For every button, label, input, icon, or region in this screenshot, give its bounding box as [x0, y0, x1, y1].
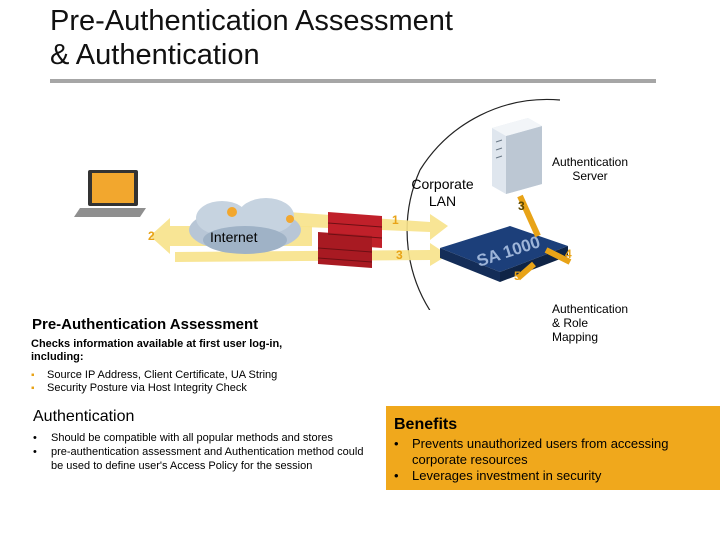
- benefits-bullet-text: Leverages investment in security: [412, 468, 602, 483]
- benefits-bullet: • Prevents unauthorized users from access…: [394, 436, 714, 468]
- authentication-bullet-text: pre-authentication assessment and Authen…: [51, 446, 364, 472]
- title-divider: [50, 79, 656, 83]
- internet-cloud-icon: [189, 198, 301, 254]
- pre-auth-bullet: Source IP Address, Client Certificate, U…: [31, 369, 351, 382]
- internet-label: Internet: [210, 229, 258, 245]
- step-3-server: 3: [518, 199, 525, 213]
- auth-server-line-2: Server: [572, 169, 608, 183]
- benefits-box: Benefits • Prevents unauthorized users fr…: [386, 406, 720, 490]
- role-mapping-label: Authentication & Role Mapping: [552, 302, 642, 344]
- step-5: 5: [514, 269, 521, 283]
- step-3-lower: 3: [396, 248, 403, 262]
- authentication-bullet: • pre-authentication assessment and Authe…: [33, 445, 378, 473]
- corporate-lan-line-1: Corporate: [411, 176, 474, 192]
- authentication-server-icon: [492, 118, 542, 194]
- title-line-2: & Authentication: [50, 39, 260, 71]
- pre-auth-bullets: Source IP Address, Client Certificate, U…: [31, 369, 351, 395]
- arrow-role-mapping: [516, 261, 536, 281]
- authentication-bullet-text: Should be compatible with all popular me…: [51, 432, 333, 444]
- corporate-lan-label: Corporate LAN: [395, 176, 490, 210]
- corporate-lan-arc: [406, 169, 431, 310]
- authentication-server-label: Authentication Server: [540, 155, 640, 183]
- pre-auth-bullet: Security Posture via Host Integrity Chec…: [31, 382, 351, 395]
- corporate-lan-line-2: LAN: [428, 193, 457, 209]
- pre-auth-description: Checks information available at first us…: [31, 338, 283, 363]
- arrow-appliance-to-role: [544, 247, 572, 265]
- auth-server-line-1: Authentication: [551, 155, 629, 169]
- bullet-icon: •: [33, 446, 37, 458]
- authentication-bullet: • Should be compatible with all popular m…: [33, 431, 378, 445]
- step-2: 2: [148, 229, 155, 243]
- benefits-bullet: • Leverages investment in security: [394, 468, 714, 484]
- role-mapping-line-1: Authentication: [552, 302, 629, 316]
- benefits-heading: Benefits: [394, 416, 458, 433]
- authentication-bullets: • Should be compatible with all popular m…: [33, 431, 378, 473]
- role-mapping-line-3: Mapping: [552, 330, 599, 344]
- laptop-icon: [74, 170, 146, 217]
- title-line-1: Pre-Authentication Assessment: [50, 5, 453, 37]
- arrow-server-to-appliance: [517, 194, 541, 238]
- page-title: Pre-Authentication Assessment & Authenti…: [50, 4, 453, 72]
- bullet-icon: •: [33, 432, 37, 444]
- role-mapping-line-2: & Role: [552, 316, 589, 330]
- step-1: 1: [392, 213, 399, 227]
- bullet-icon: •: [394, 436, 399, 451]
- benefits-bullet-text: Prevents unauthorized users from accessi…: [412, 436, 669, 467]
- step-4: 4: [565, 247, 572, 261]
- firewall-icon: [317, 212, 383, 268]
- network-diagram: SA 1000 1 2 3 3 4 5: [74, 98, 572, 310]
- pre-auth-heading: Pre-Authentication Assessment: [32, 316, 259, 333]
- corporate-lan-arc-top: [419, 98, 561, 171]
- bullet-icon: •: [394, 468, 399, 483]
- arrow-lower: [175, 243, 448, 266]
- authentication-heading: Authentication: [33, 408, 135, 425]
